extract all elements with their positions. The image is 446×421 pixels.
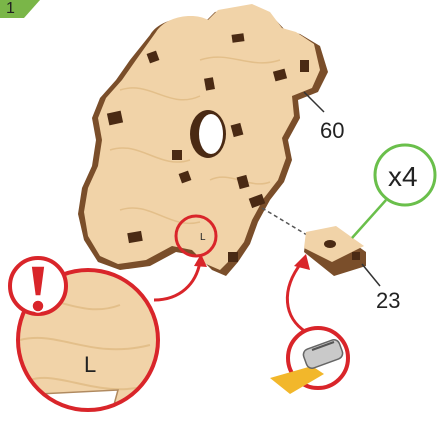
slot [300, 60, 309, 72]
glue-icon [270, 328, 348, 394]
plate-center-hole-inner [199, 114, 223, 154]
slot [172, 150, 182, 160]
marker-letter: L [200, 232, 206, 243]
part-label-23: 23 [376, 288, 400, 313]
step-badge: 1 [0, 0, 40, 18]
part-23-slot [352, 252, 360, 260]
part-label-60: 60 [320, 118, 344, 143]
quantity-badge-pointer [352, 200, 386, 238]
leader-line-23 [362, 264, 380, 286]
part-23-hole [324, 240, 336, 248]
slot [228, 252, 238, 262]
zoom-arrow [154, 262, 200, 300]
step-number: 1 [6, 0, 15, 17]
leader-line-60 [304, 92, 324, 112]
assembly-guide-line [262, 208, 312, 238]
glue-arrow [287, 262, 306, 332]
quantity-badge-label: x4 [388, 161, 418, 192]
zoom-letter: L [84, 352, 96, 377]
attention-icon-dot [32, 300, 44, 312]
attention-icon [10, 258, 66, 314]
quantity-badge: x4 [352, 145, 435, 238]
slot [232, 33, 245, 43]
